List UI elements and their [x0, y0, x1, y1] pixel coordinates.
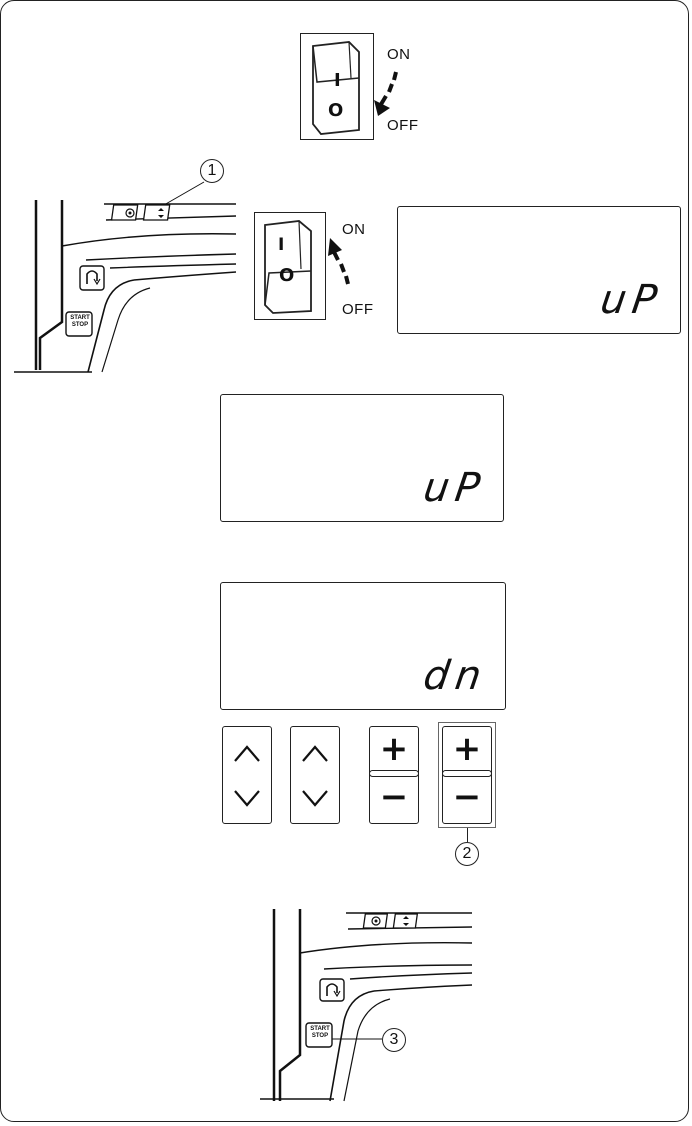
key-divider — [442, 770, 492, 777]
up-arrow-icon — [234, 745, 260, 807]
start-label: START — [310, 1026, 330, 1032]
switch-i-mark: I — [278, 235, 285, 255]
down-arrow-icon — [234, 790, 260, 807]
plus-icon: + — [452, 729, 482, 769]
down-arrow-icon — [302, 790, 328, 807]
switch-on-label: ON — [342, 221, 366, 238]
key-divider — [369, 770, 419, 777]
plus-minus-key-highlight — [438, 722, 496, 828]
power-switch-icon — [312, 41, 360, 135]
switch-o-mark: O — [328, 100, 344, 121]
callout-2: 2 — [455, 842, 479, 866]
switch-on-label: ON — [387, 46, 411, 63]
start-label: START — [70, 315, 90, 321]
minus-icon: − — [452, 777, 482, 817]
power-switch-off-diagram: I O — [300, 33, 374, 140]
power-switch-on-diagram: I O — [254, 212, 326, 320]
lcd-display-2: uP — [220, 394, 504, 522]
plus-icon: + — [379, 729, 409, 769]
lcd-text: uP — [597, 277, 666, 323]
plus-minus-key-1[interactable]: + − — [369, 726, 419, 824]
stop-label: STOP — [71, 322, 89, 328]
switch-i-mark: I — [334, 70, 341, 91]
stop-label: STOP — [311, 1033, 329, 1039]
minus-icon: − — [379, 777, 409, 817]
switch-off-label: OFF — [342, 301, 374, 318]
callout-1: 1 — [200, 159, 224, 183]
up-arrow-icon — [302, 745, 328, 807]
up-down-key-2[interactable] — [290, 726, 340, 824]
up-down-key-1[interactable] — [222, 726, 272, 824]
arrow-down-icon — [374, 71, 398, 116]
start-stop-button-label: START STOP — [66, 315, 94, 329]
switch-o-mark: O — [279, 265, 295, 286]
lcd-display-3: dn — [220, 582, 506, 710]
callout-2-leader — [467, 828, 468, 842]
power-switch-icon — [264, 220, 312, 314]
lcd-text: uP — [420, 465, 489, 511]
callout-3: 3 — [382, 1028, 406, 1052]
machine-panel-lower — [260, 909, 473, 1102]
plus-minus-key-2[interactable]: + − — [442, 726, 492, 824]
arrow-up-icon — [328, 238, 350, 285]
start-stop-button-label: START STOP — [306, 1026, 334, 1040]
machine-panel-upper — [14, 181, 237, 373]
lcd-text: dn — [421, 653, 491, 699]
lcd-display-1: uP — [397, 206, 681, 334]
switch-off-label: OFF — [387, 117, 419, 134]
